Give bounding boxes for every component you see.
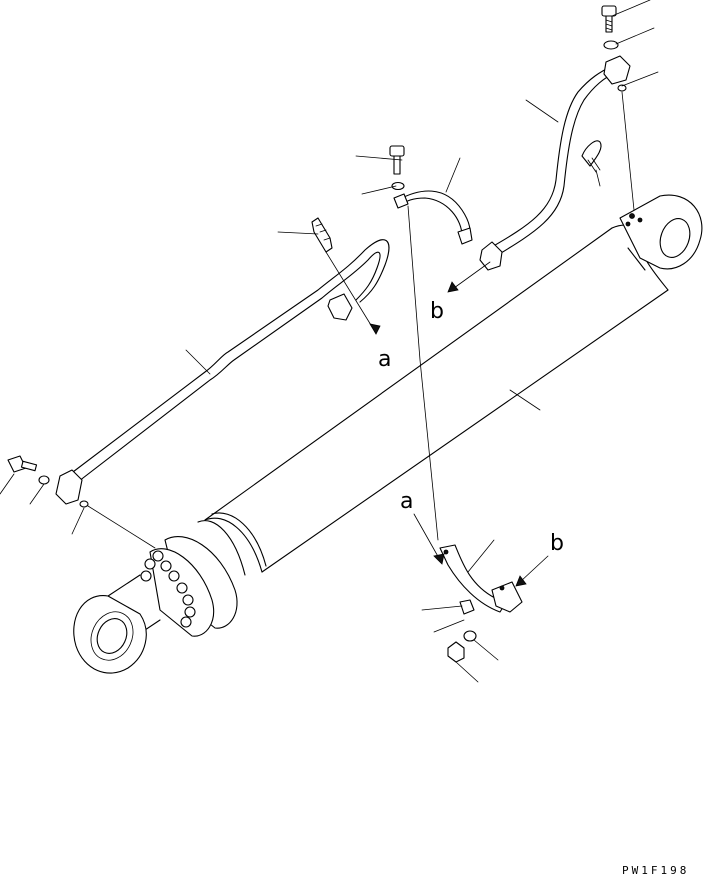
callout-arrows: [369, 281, 549, 587]
hardware-bolt-top-right: [601, 5, 617, 33]
o-ring-top-right: [617, 84, 627, 92]
cylinder-tube: [204, 224, 669, 573]
u-bolt-right: [581, 140, 602, 173]
drawing-code: PW1F198: [622, 864, 689, 877]
washer-top-right: [603, 40, 619, 50]
washer-left: [38, 475, 50, 485]
lower-clamp-band: [439, 544, 523, 613]
leader-lines: [0, 0, 659, 683]
routing-lines: [87, 91, 635, 549]
head-end-eye: [619, 194, 703, 270]
nut-lower-clamp: [447, 641, 465, 663]
washer-lower-clamp: [463, 630, 477, 642]
callout-a-lower: a: [400, 489, 413, 514]
u-bolt-left: [311, 217, 333, 253]
upper-clamp-band: [393, 190, 473, 245]
rod-end-eye: [73, 595, 147, 674]
callout-a-upper: a: [378, 347, 391, 372]
left-hydraulic-pipe: [55, 239, 390, 505]
flange-bolt-ring: [140, 550, 196, 628]
washer-upper-clamp: [391, 181, 405, 191]
hardware-bolt-upper-clamp: [389, 145, 405, 175]
right-hydraulic-pipe: [479, 55, 631, 271]
o-ring-left: [79, 500, 89, 508]
callout-b-lower: b: [550, 531, 564, 556]
hardware-bolt-left: [7, 455, 38, 473]
lower-clamp-hardware: [447, 599, 477, 663]
callout-b-upper: b: [430, 299, 444, 324]
